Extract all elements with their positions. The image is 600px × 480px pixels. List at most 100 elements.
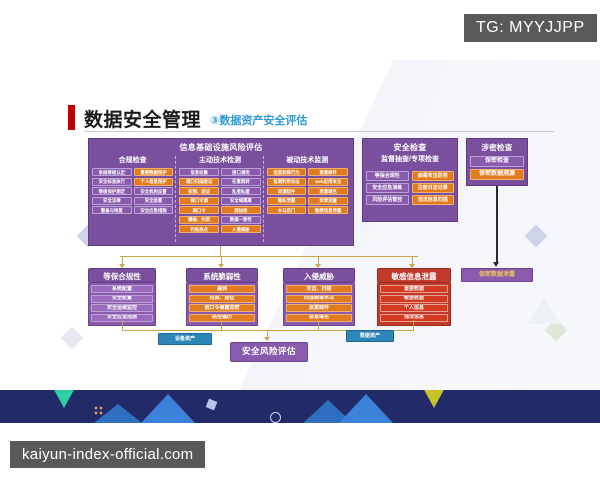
connector-final-down [267, 330, 268, 338]
connector-drop-2 [221, 256, 222, 265]
diagram-root: 信息基础设施风险评估 合规检查系统等级认定安全标准执行等级保护测定安全法律整备与… [88, 138, 533, 362]
arrow-down-1 [119, 264, 125, 268]
security-cell-0-0: 等保合规性 [366, 171, 409, 181]
security-cell-1-2: 违法信息扫描 [411, 195, 454, 205]
security-check-panel: 安全检查 监督抽查/专项检查 等保合规性安全应急演练风险评估管控病毒攻击防范注册… [362, 138, 458, 222]
result-box-3: 敏感信息泄露重要数据敏感数据个人信息违法信息 [377, 268, 451, 326]
secret-item-1: 保密数据溯源 [470, 169, 524, 180]
connector-drop-1 [122, 256, 123, 265]
security-cell-1-0: 病毒攻击防范 [411, 171, 454, 181]
security-cell-0-2: 风险评估管控 [366, 195, 409, 205]
result-box-item-1-0: 漏洞 [189, 285, 255, 293]
main-cell-1-1-4: 弱加密 [221, 206, 261, 214]
decor-band-triangle-1 [90, 404, 146, 423]
main-panel-groups: 合规检查系统等级认定安全标准执行等级保护测定安全法律整备与恢复重要数据保护个人信… [92, 156, 350, 242]
secret-check-panel: 涉密检查 保密检查保密数据溯源 [466, 138, 528, 186]
result-box-item-2-2: 恶意邮件 [286, 304, 352, 312]
security-cell-1-1: 注册日志记录 [411, 183, 454, 193]
main-cell-0-1-0: 重要数据保护 [133, 168, 174, 176]
main-cell-2-1-4: 敏感信息泄露 [308, 206, 348, 214]
result-box-item-3-2: 个人信息 [380, 304, 448, 312]
page-title: 数据安全管理 ③数据资产安全评估 [68, 105, 307, 130]
main-cell-1-1-2: 乱搭私建 [221, 187, 261, 195]
decor-band-triangle-2 [140, 394, 196, 423]
main-cell-2-1-3: 异常流量 [308, 196, 348, 205]
result-box-item-0-1: 安全配置 [91, 294, 153, 303]
secret-check-items: 保密检查保密数据溯源 [470, 156, 524, 182]
main-group-head-1: 主动技术检测 [198, 157, 241, 164]
title-sub-text: ③数据资产安全评估 [210, 115, 308, 127]
arrow-down-secret [493, 262, 499, 267]
connector-main-down [220, 246, 221, 256]
result-box-item-1-3: 路径遍历 [189, 313, 255, 322]
decor-band-teal [52, 390, 76, 408]
slide-footer-band [0, 390, 600, 423]
decor-band-dots [94, 406, 103, 415]
result-box-item-2-3: 恶意域名 [286, 313, 352, 322]
result-box-head-2: 入侵威胁 [283, 268, 355, 283]
secret-check-title: 涉密检查 [481, 143, 513, 152]
connector-secret-vertical [496, 186, 498, 264]
result-box-item-0-2: 安全运维监控 [91, 304, 153, 312]
main-cell-1-0-1: 端口扫描验证 [179, 177, 219, 186]
result-box-body-3: 重要数据敏感数据个人信息违法信息 [377, 283, 451, 326]
main-cell-1-1-1: 任意跳转 [221, 177, 261, 186]
main-cell-2-1-2: 恶意域名 [308, 187, 348, 195]
main-group-0: 合规检查系统等级认定安全标准执行等级保护测定安全法律整备与恢复重要数据保护个人信… [92, 156, 177, 242]
connector-lower-1 [122, 320, 123, 330]
main-cell-1-0-6: 钓鱼热点 [179, 225, 219, 233]
result-box-head-3: 敏感信息泄露 [377, 268, 451, 283]
main-cell-2-0-0: 信息刺探行为 [266, 168, 307, 176]
result-box-item-3-0: 重要数据 [380, 285, 448, 293]
result-box-2: 入侵威胁攻击、扫描间谍病毒木马恶意邮件恶意域名 [283, 268, 355, 326]
result-box-item-1-1: 权限、验证 [189, 294, 255, 303]
connector-bus [120, 256, 418, 257]
main-cell-0-1-1: 个人信息保护 [133, 177, 174, 186]
main-cell-0-1-3: 安全监督 [133, 196, 174, 205]
asset-tag-data: 数据资产 [346, 330, 394, 342]
main-cell-0-1-4: 安全应急措施 [133, 206, 174, 214]
asset-tag-device: 设备资产 [158, 333, 212, 345]
telegram-badge: TG: MYYJJPP [464, 14, 597, 42]
arrow-down-2 [218, 264, 224, 268]
main-cell-1-0-3: 弱口令源 [179, 196, 219, 205]
main-group-head-2: 被动技术监测 [286, 157, 329, 164]
main-cell-2-0-1: 监测利用攻击 [266, 177, 307, 186]
main-cell-0-0-2: 等级保护测定 [92, 187, 132, 195]
title-divider [84, 131, 554, 132]
main-group-head-0: 合规检查 [118, 157, 147, 164]
result-box-item-2-1: 间谍病毒木马 [286, 294, 352, 303]
final-assessment-box: 安全风险评估 [230, 342, 308, 362]
decor-band-triangle-4 [338, 394, 394, 423]
main-cell-0-0-1: 安全标准执行 [92, 177, 132, 186]
security-cell-0-1: 安全应急演练 [366, 183, 409, 193]
main-cell-0-0-4: 整备与恢复 [92, 206, 132, 214]
title-accent-bar [68, 105, 75, 130]
decor-band-yellow [422, 390, 446, 408]
result-box-0: 等保合规性系统配置安全配置安全运维监控安全应急措施 [88, 268, 156, 326]
main-cell-1-1-0: 接口调用 [221, 168, 261, 176]
main-cell-2-0-2: 间谍软件 [266, 187, 307, 195]
result-box-head-0: 等保合规性 [88, 268, 156, 283]
main-cell-2-1-0: 恶意邮件 [308, 168, 348, 176]
decor-band-circle [270, 412, 281, 423]
decor-triangle-right [528, 298, 560, 324]
result-box-body-2: 攻击、扫描间谍病毒木马恶意邮件恶意域名 [283, 283, 355, 326]
arrow-down-final [264, 337, 270, 341]
main-cell-1-0-4: 弱口令 [179, 206, 219, 214]
result-box-item-0-0: 系统配置 [91, 285, 153, 293]
main-cell-2-0-4: 木马后门 [266, 206, 307, 214]
connector-drop-3 [318, 256, 319, 265]
main-panel: 信息基础设施风险评估 合规检查系统等级认定安全标准执行等级保护测定安全法律整备与… [88, 138, 354, 246]
main-cell-1-0-5: 爆破、约束 [179, 215, 219, 224]
connector-lower-3 [318, 320, 319, 330]
decor-band-star [205, 398, 218, 411]
connector-lower-bus [122, 330, 414, 331]
result-box-item-3-1: 敏感数据 [380, 294, 448, 303]
result-box-item-3-3: 违法信息 [380, 313, 448, 322]
main-cell-0-1-2: 安全机构设置 [133, 187, 174, 195]
main-group-1: 主动技术检测信息收集端口扫描验证权限、验证弱口令源弱口令爆破、约束钓鱼热点接口调… [179, 156, 264, 242]
result-box-head-1: 系统脆弱性 [186, 268, 258, 283]
main-cell-1-1-6: 入侵威胁 [221, 225, 261, 233]
arrow-down-3 [315, 264, 321, 268]
